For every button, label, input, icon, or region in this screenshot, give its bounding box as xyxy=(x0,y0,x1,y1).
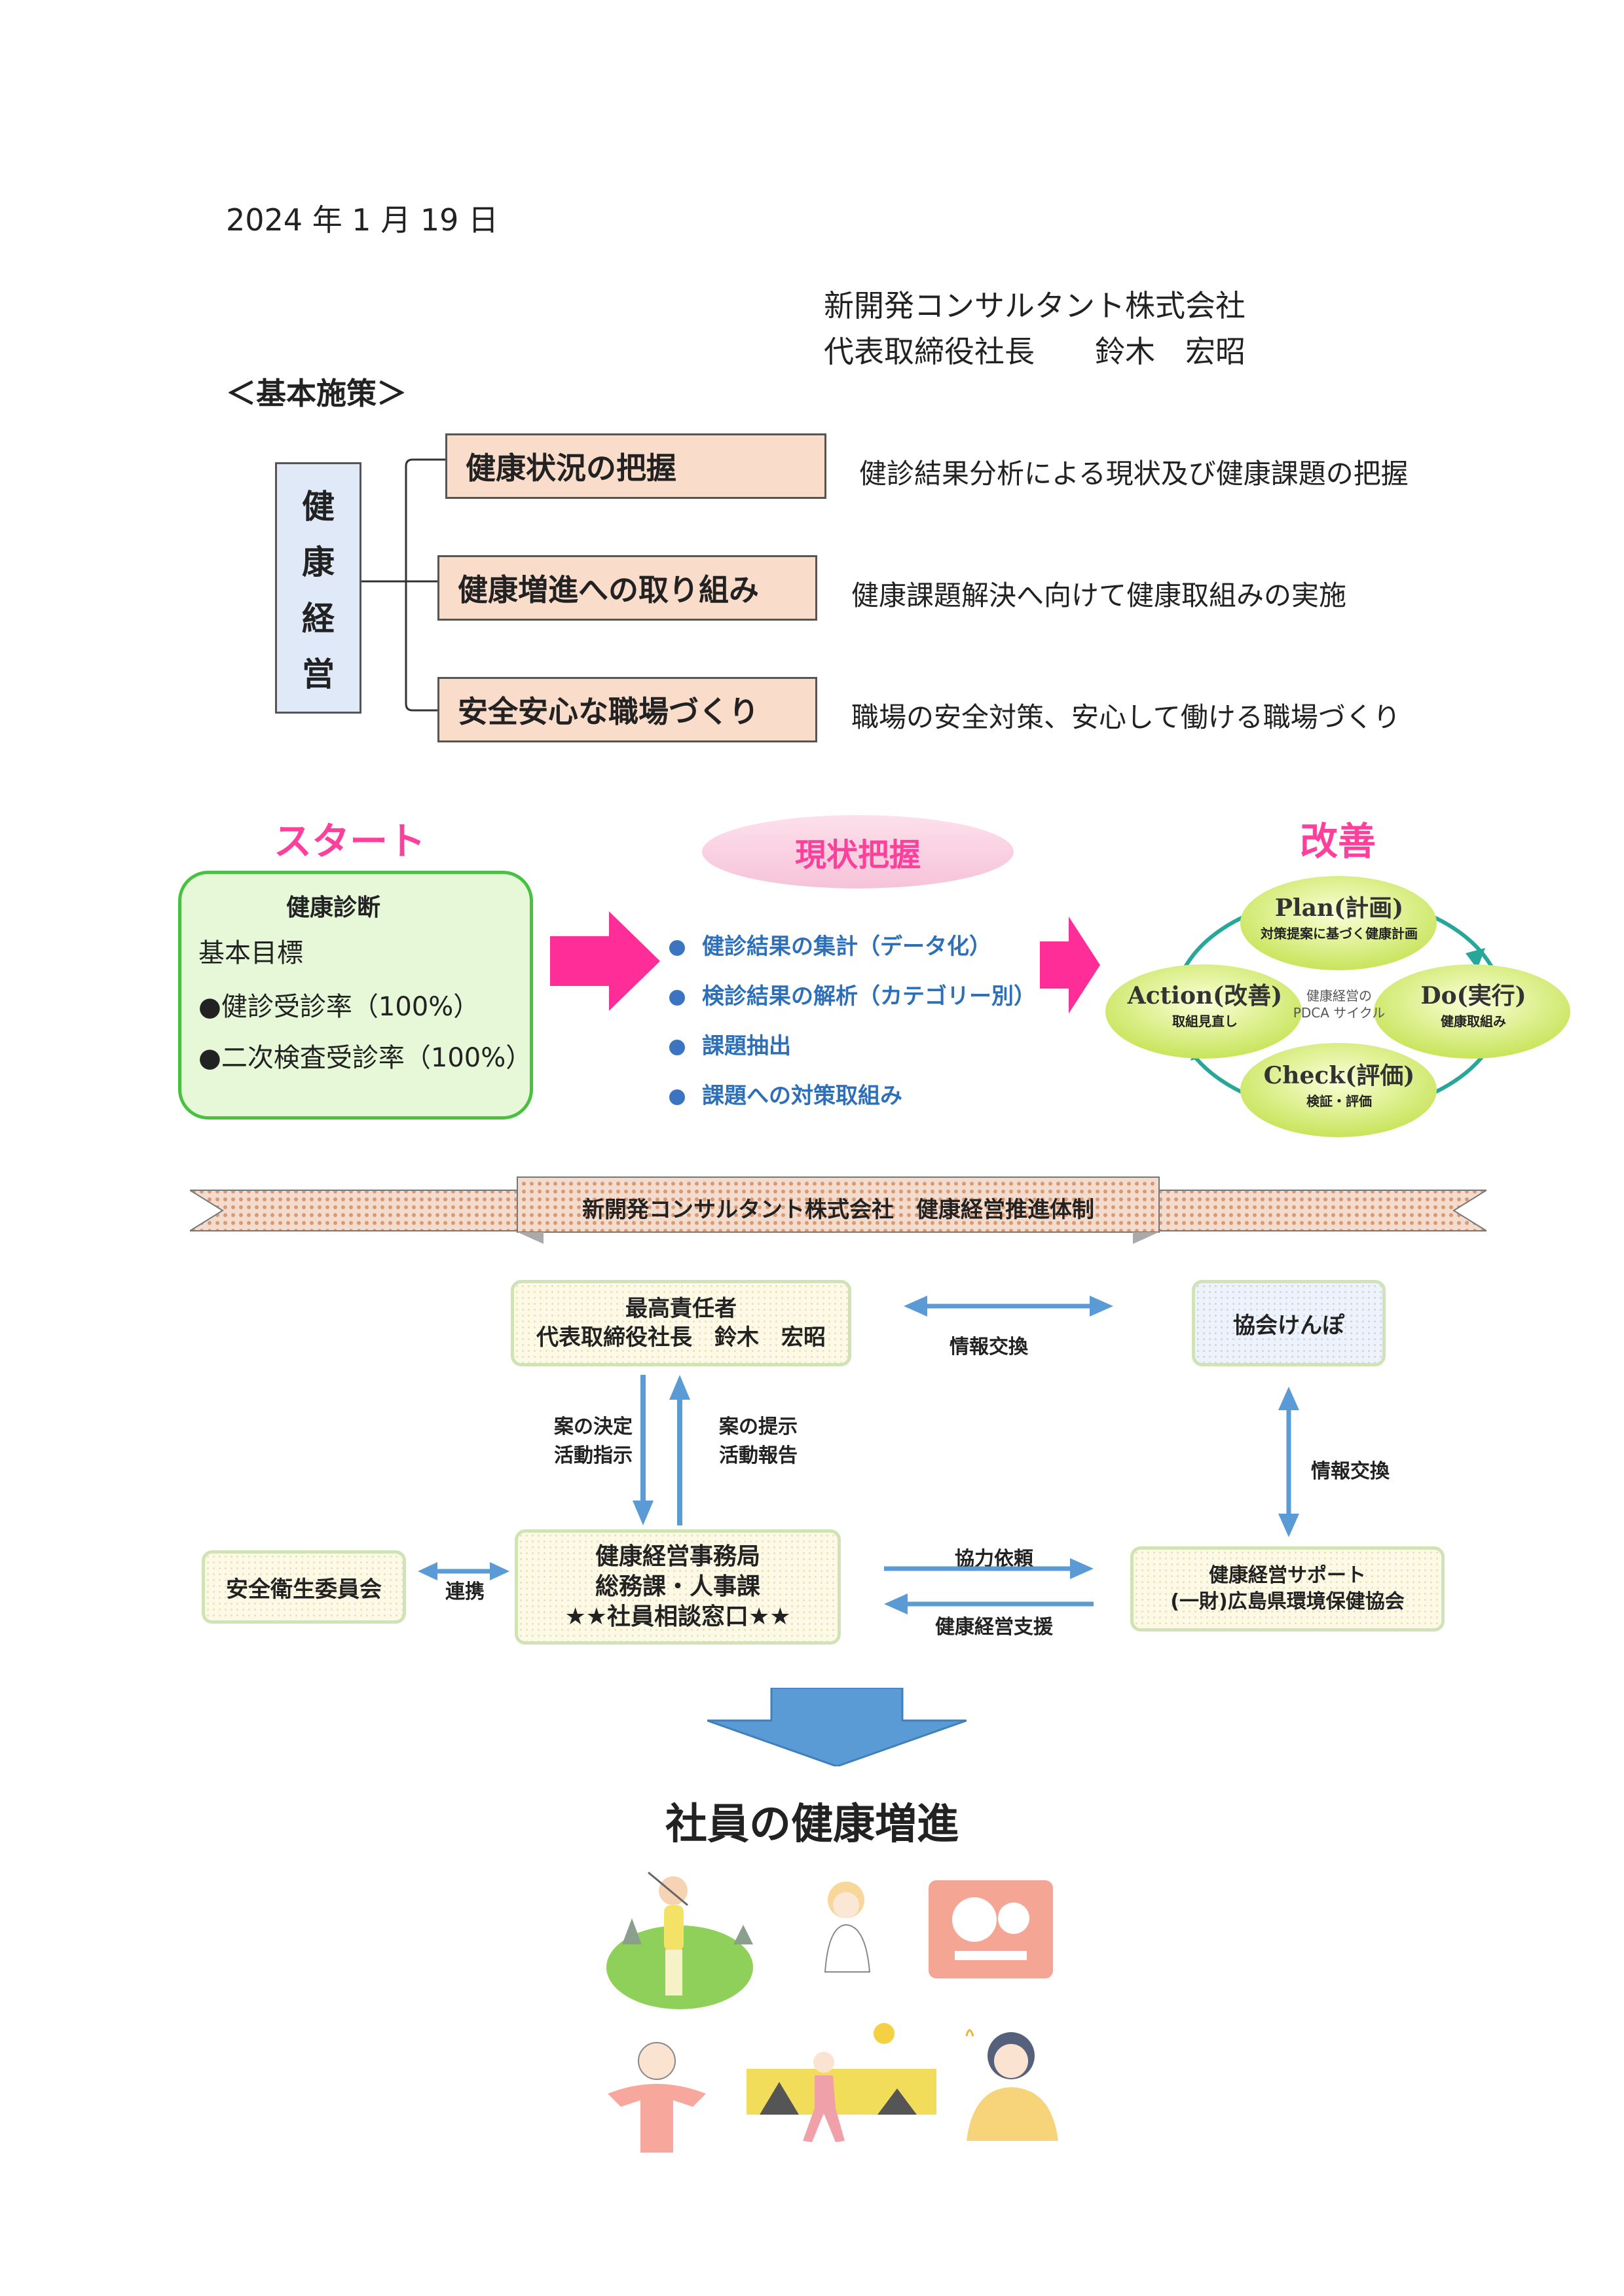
policy-item-desc: 健康課題解決へ向けて健康取組みの実施 xyxy=(851,579,1347,611)
policy-item-desc: 職場の安全対策、安心して働ける職場づくり xyxy=(851,701,1401,733)
info-exchange-label: 情報交換 xyxy=(1311,1460,1390,1483)
list-item: 課題への対策取組み xyxy=(669,1071,1036,1121)
exchange-arrow-icon xyxy=(904,1296,1113,1317)
start-title: スタート xyxy=(274,819,426,864)
company-name: 新開発コンサルタント株式会社 xyxy=(824,288,1246,323)
woman-thinking-illustration xyxy=(824,1882,871,1973)
pdca-cycle-diagram xyxy=(1105,876,1570,1137)
decision-label: 案の決定 活動指示 xyxy=(554,1415,633,1467)
proposal-label: 案の提示 活動報告 xyxy=(719,1415,798,1467)
document-date: 2024 年 1 月 19 日 xyxy=(226,202,498,238)
start-heading: 健康診断 xyxy=(286,894,381,921)
support-label: 健康経営支援 xyxy=(935,1616,1053,1639)
pdca-plan: Plan(計画) 対策提案に基づく健康計画 xyxy=(1261,894,1418,941)
policy-item-2: 健康増進への取り組み xyxy=(437,555,817,621)
status-title: 現状把握 xyxy=(702,815,1014,888)
safety-committee-box: 安全衛生委員会 xyxy=(202,1550,406,1624)
sender-block: 新開発コンサルタント株式会社 代表取締役社長 鈴木 宏昭 xyxy=(824,283,1246,374)
list-item: 健診結果の集計（データ化） xyxy=(669,922,1036,972)
bullet-icon xyxy=(669,1039,685,1055)
top-executive-box: 最高責任者 代表取締役社長 鈴木 宏昭 xyxy=(511,1280,851,1366)
start-box: 健康診断 基本目標 ●健診受診率（100%） ●二次検査受診率（100%） xyxy=(178,871,533,1120)
conclusion-title: 社員の健康増進 xyxy=(665,1800,959,1849)
pdca-do: Do(実行) 健康取組み xyxy=(1420,982,1526,1029)
policy-tree-lines xyxy=(361,458,447,712)
policy-heading: ＜基本施策＞ xyxy=(226,376,407,411)
representative-name: 代表取締役社長 鈴木 宏昭 xyxy=(824,334,1246,369)
two-way-arrows-icon xyxy=(884,1558,1094,1614)
bullet-icon xyxy=(669,939,685,956)
pdca-center-label: 健康経営の PDCA サイクル xyxy=(1293,988,1386,1021)
vertical-exchange-arrow-icon xyxy=(1278,1387,1299,1537)
start-subheading: 基本目標 xyxy=(198,938,303,968)
vertical-char: 営 xyxy=(302,655,335,694)
link-arrow-icon xyxy=(418,1562,509,1580)
health-office-box: 健康経営事務局 総務課・人事課 ★★社員相談窓口★★ xyxy=(515,1529,841,1645)
policy-item-desc: 健診結果分析による現状及び健康課題の把握 xyxy=(859,458,1409,490)
policy-item-title: 健康増進への取り組み xyxy=(458,572,759,608)
flow-arrow-right-icon xyxy=(550,911,660,1011)
link-label: 連携 xyxy=(445,1580,485,1603)
system-banner-ribbon xyxy=(190,1176,1486,1244)
flexing-woman-illustration xyxy=(608,2042,706,2153)
bullet-icon xyxy=(669,989,685,1006)
flow-arrow-right-icon xyxy=(1040,917,1100,1013)
policy-item-1: 健康状況の把握 xyxy=(445,433,826,499)
policy-item-title: 安全安心な職場づくり xyxy=(458,694,759,729)
goal-item: ●健診受診率（100%） xyxy=(198,992,480,1022)
food-illustration xyxy=(929,1880,1053,1978)
system-banner-title: 新開発コンサルタント株式会社 健康経営推進体制 xyxy=(582,1197,1094,1223)
vertical-char: 経 xyxy=(302,599,335,638)
golf-illustration xyxy=(606,1871,753,2009)
sleeping-woman-illustration xyxy=(965,2029,1058,2141)
improve-title: 改善 xyxy=(1300,819,1376,864)
policy-item-3: 安全安心な職場づくり xyxy=(437,677,817,742)
status-list: 健診結果の集計（データ化） 検診結果の解析（カテゴリー別） 課題抽出 課題への対… xyxy=(669,922,1036,1121)
policy-item-title: 健康状況の把握 xyxy=(466,450,676,486)
pdca-check: Check(評価) 検証・評価 xyxy=(1263,1062,1415,1109)
list-item: 検診結果の解析（カテゴリー別） xyxy=(669,972,1036,1021)
list-item: 課題抽出 xyxy=(669,1021,1036,1071)
walking-illustration xyxy=(747,2023,936,2142)
pdca-action: Action(改善) 取組見直し xyxy=(1127,982,1283,1029)
kyokai-kenpo-box: 協会けんぽ xyxy=(1192,1280,1386,1366)
vertical-char: 康 xyxy=(302,543,335,582)
support-organization-box: 健康経営サポート (一財)広島県環境保健協会 xyxy=(1130,1546,1445,1631)
vertical-arrows-icon xyxy=(633,1375,690,1525)
bullet-icon xyxy=(669,1089,685,1105)
vertical-char: 健 xyxy=(302,487,335,526)
down-arrow-icon xyxy=(707,1688,967,1766)
health-management-label: 健 康 経 営 xyxy=(275,462,361,714)
goal-item: ●二次検査受診率（100%） xyxy=(198,1043,532,1073)
info-exchange-label: 情報交換 xyxy=(950,1336,1028,1358)
